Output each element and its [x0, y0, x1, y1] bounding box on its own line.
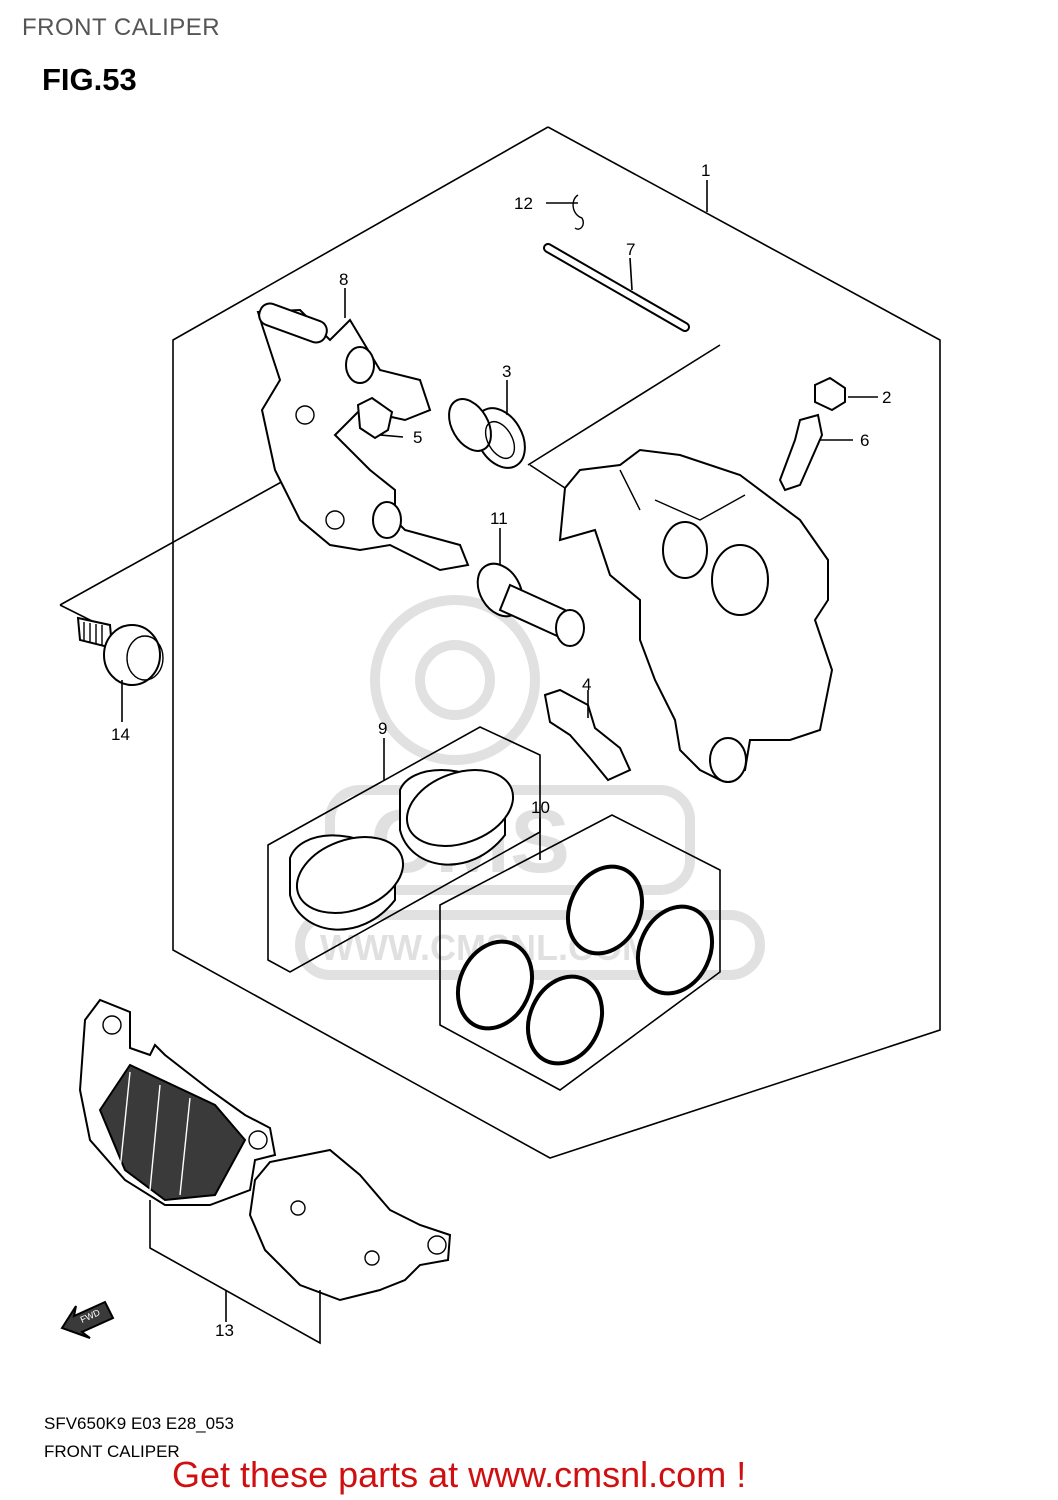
pin-clip [572, 194, 584, 230]
pad-pin [543, 243, 690, 332]
slide-pin-boot [476, 562, 585, 647]
callout-14: 14 [111, 725, 130, 744]
brake-pad-set [78, 998, 452, 1302]
diagram-caption: FRONT CALIPER [44, 1442, 180, 1461]
callout-11: 11 [490, 509, 508, 528]
promo-link[interactable]: Get these parts at www.cmsnl.com ! [172, 1454, 747, 1495]
caliper-body [558, 448, 834, 783]
callout-1: 1 [701, 161, 710, 180]
diagram-code: SFV650K9 E03 E28_053 [44, 1414, 234, 1433]
caliper-assembly-outline [172, 126, 941, 1159]
callout-9: 9 [378, 719, 387, 738]
callout-12: 12 [514, 194, 533, 213]
page-title: FRONT CALIPER [22, 14, 221, 41]
callout-7: 7 [626, 240, 635, 259]
figure-number: FIG.53 [42, 62, 137, 97]
piston-right [399, 769, 515, 866]
callout-10: 10 [531, 798, 550, 817]
callout-leaders [121, 202, 878, 722]
pad-retainer-spring [543, 688, 632, 782]
callout-5: 5 [413, 428, 422, 447]
piston-left [289, 834, 405, 931]
bleeder-cap [814, 376, 846, 412]
callout-6: 6 [860, 431, 869, 450]
piston-boot [448, 398, 526, 469]
seal-set-outline [439, 814, 721, 1091]
bleeder-valve [778, 413, 824, 492]
pad-spring-clip [356, 396, 394, 440]
mounting-bolt [76, 616, 164, 686]
callout-4: 4 [582, 675, 591, 694]
caliper-bracket [256, 302, 470, 572]
forward-arrow-icon: FWD [60, 1300, 115, 1339]
callout-labels: 1 2 3 4 5 6 7 8 9 10 11 12 13 14 [111, 161, 891, 1340]
pad-set-bracket [149, 1200, 321, 1345]
piston-seals [456, 864, 714, 1066]
callout-2: 2 [882, 388, 891, 407]
callout-8: 8 [339, 270, 348, 289]
callout-3: 3 [502, 362, 511, 381]
callout-13: 13 [215, 1321, 234, 1340]
